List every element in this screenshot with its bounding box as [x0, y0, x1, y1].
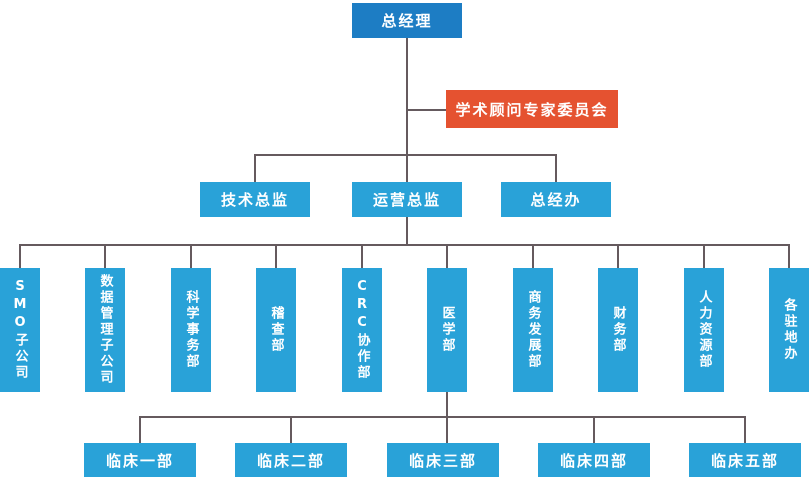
- node-clinical-dept-2: 临床二部: [235, 443, 347, 477]
- connector-drop-dept-6: [446, 244, 448, 268]
- connector-drop-clinical-2: [290, 416, 292, 443]
- connector-drop-dept-1: [19, 244, 21, 268]
- node-operations-director: 运营总监: [352, 182, 462, 217]
- node-dept-finance: 财务部: [598, 268, 638, 392]
- node-dept-data-management-subsidiary: 数据管理子公司: [85, 268, 125, 392]
- connector-drop-dept-10: [788, 244, 790, 268]
- connector-drop-dept-9: [703, 244, 705, 268]
- node-dept-local-offices: 各驻地办: [769, 268, 809, 392]
- node-clinical-dept-4: 临床四部: [538, 443, 650, 477]
- node-general-manager: 总经理: [352, 3, 462, 38]
- node-dept-scientific-affairs: 科学事务部: [171, 268, 211, 392]
- connector-drop-dept-7: [532, 244, 534, 268]
- connector-drop-dept-4: [275, 244, 277, 268]
- node-academic-advisory-committee: 学术顾问专家委员会: [446, 90, 618, 128]
- connector-committee-branch: [407, 109, 447, 111]
- connector-drop-dept-2: [104, 244, 106, 268]
- node-dept-crc-collaboration: CRC协作部: [342, 268, 382, 392]
- node-clinical-dept-1: 临床一部: [84, 443, 196, 477]
- node-dept-medical: 医学部: [427, 268, 467, 392]
- connector-drop-clinical-5: [744, 416, 746, 443]
- node-dept-audit: 稽查部: [256, 268, 296, 392]
- connector-drop-dept-8: [617, 244, 619, 268]
- node-dept-business-development: 商务发展部: [513, 268, 553, 392]
- node-technical-director: 技术总监: [200, 182, 310, 217]
- node-gm-office: 总经办: [501, 182, 611, 217]
- connector-clinical-horizontal: [139, 416, 746, 418]
- connector-drop-dept-5: [361, 244, 363, 268]
- node-clinical-dept-5: 临床五部: [689, 443, 801, 477]
- node-clinical-dept-3: 临床三部: [387, 443, 499, 477]
- connector-drop-clinical-1: [139, 416, 141, 443]
- connector-drop-dept-3: [190, 244, 192, 268]
- node-dept-smo-subsidiary: SMO子公司: [0, 268, 40, 392]
- node-dept-human-resources: 人力资源部: [684, 268, 724, 392]
- connector-directors-horizontal: [254, 154, 557, 156]
- connector-departments-horizontal: [19, 244, 790, 246]
- connector-operations-trunk: [406, 217, 408, 246]
- connector-drop-technical-director: [254, 154, 256, 182]
- connector-drop-gm-office: [555, 154, 557, 182]
- connector-drop-clinical-4: [593, 416, 595, 443]
